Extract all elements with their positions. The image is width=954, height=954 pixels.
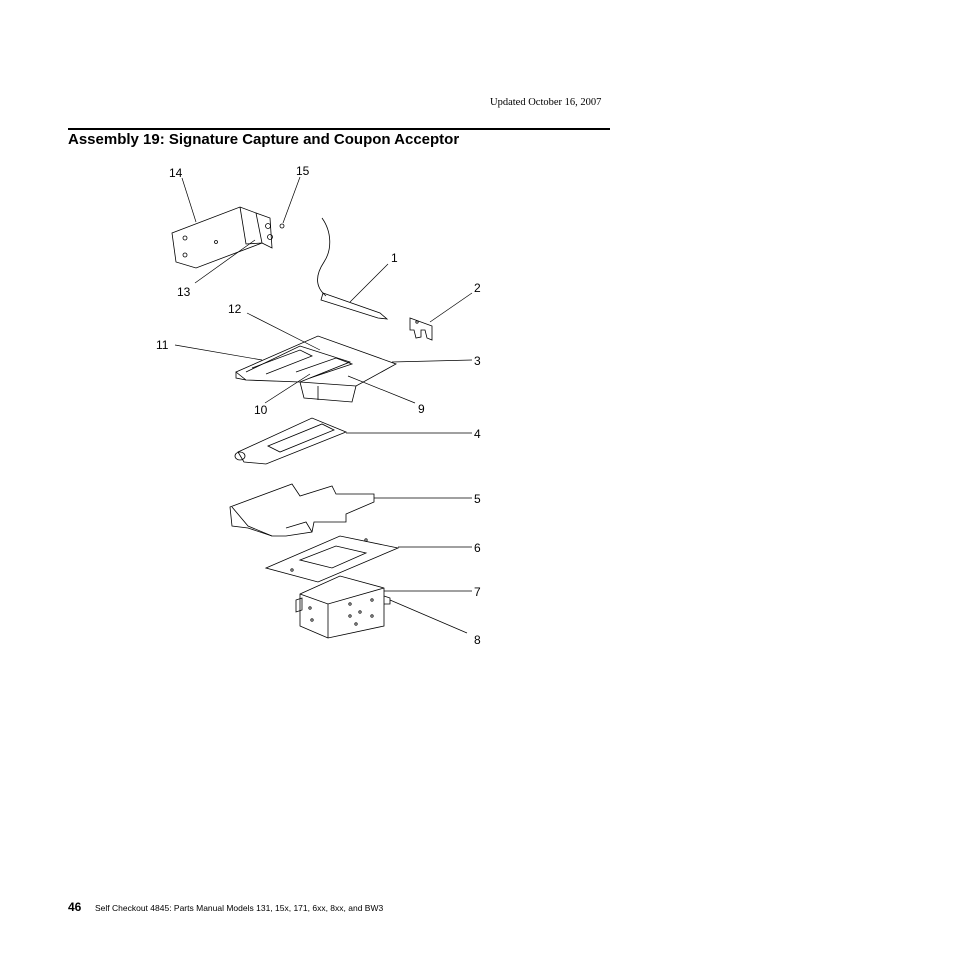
- footer-document-title: Self Checkout 4845: Parts Manual Models …: [95, 903, 384, 913]
- callout-13: 13: [177, 285, 191, 299]
- tray-part: [229, 483, 375, 537]
- callout-1: 1: [391, 251, 398, 265]
- updated-date: Updated October 16, 2007: [490, 97, 602, 108]
- callout-3: 3: [474, 354, 481, 368]
- callout-8: 8: [474, 633, 481, 647]
- callout-11: 11: [156, 338, 169, 352]
- acceptor-box-part: [295, 575, 391, 639]
- callout-5: 5: [474, 492, 481, 506]
- clip-part: [409, 317, 433, 341]
- callout-12: 12: [228, 302, 242, 316]
- callout-2: 2: [474, 281, 481, 295]
- section-title: Assembly 19: Signature Capture and Coupo…: [68, 131, 460, 148]
- bezel-part: [234, 417, 348, 465]
- heading-rule: [68, 128, 610, 130]
- callout-7: 7: [474, 585, 481, 599]
- bracket-part: [171, 206, 285, 269]
- signature-capture-unit: [235, 335, 397, 403]
- callout-4: 4: [474, 427, 481, 441]
- callout-14: 14: [169, 166, 183, 180]
- callout-9: 9: [418, 402, 425, 416]
- page-number: 46: [68, 900, 82, 914]
- stylus-part: [317, 217, 389, 320]
- callout-6: 6: [474, 541, 481, 555]
- plate-part: [264, 535, 400, 583]
- callout-10: 10: [254, 403, 268, 417]
- callout-15: 15: [296, 164, 310, 178]
- leader-lines: [174, 176, 473, 634]
